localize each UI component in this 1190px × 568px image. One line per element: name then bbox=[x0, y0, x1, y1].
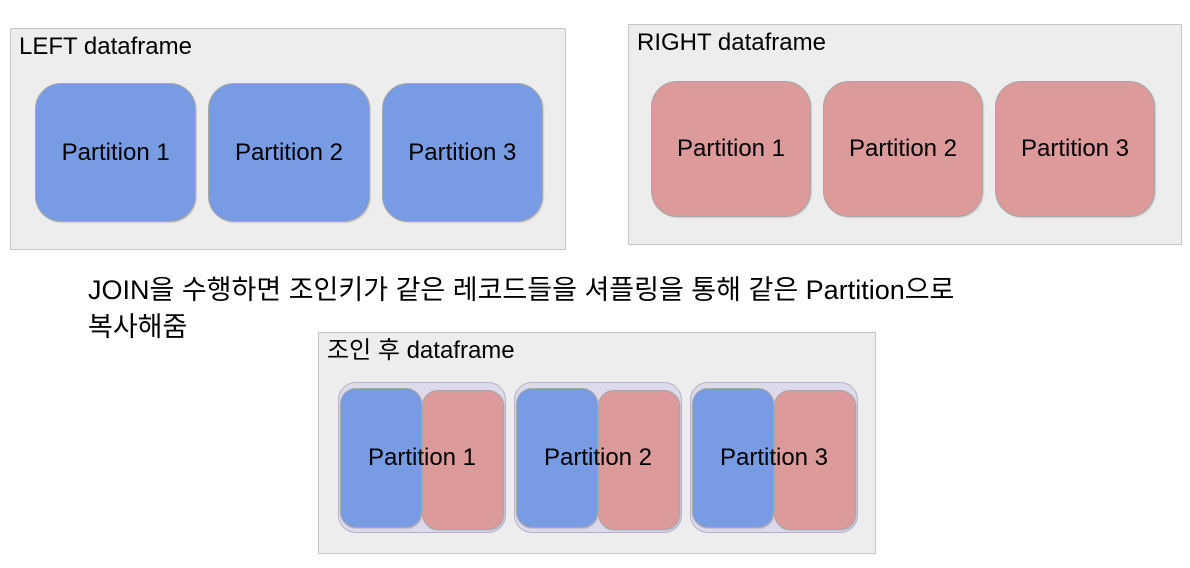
joined-partition-2: Partition 2 bbox=[514, 382, 682, 533]
joined-partition-row: Partition 1 Partition 2 Partition 3 bbox=[338, 382, 858, 533]
joined-partition-3-right-half bbox=[774, 390, 856, 530]
joined-partition-2-label: Partition 2 bbox=[543, 444, 653, 471]
right-partition-row: Partition 1 Partition 2 Partition 3 bbox=[651, 81, 1155, 217]
joined-partition-2-left-half bbox=[516, 388, 598, 528]
joined-partition-1-right-half bbox=[422, 390, 504, 530]
left-partition-row: Partition 1 Partition 2 Partition 3 bbox=[35, 83, 543, 222]
right-dataframe-box: RIGHT dataframe Partition 1 Partition 2 … bbox=[628, 24, 1182, 245]
joined-dataframe-box: 조인 후 dataframe Partition 1 Partition 2 P… bbox=[318, 332, 876, 554]
joined-partition-1-left-half bbox=[340, 388, 422, 528]
left-dataframe-box: LEFT dataframe Partition 1 Partition 2 P… bbox=[10, 28, 566, 250]
joined-partition-2-right-half bbox=[598, 390, 680, 530]
right-dataframe-title: RIGHT dataframe bbox=[637, 29, 826, 56]
joined-partition-1-label: Partition 1 bbox=[367, 444, 477, 471]
left-partition-2: Partition 2 bbox=[208, 83, 370, 222]
right-partition-3: Partition 3 bbox=[995, 81, 1155, 217]
joined-partition-3-left-half bbox=[692, 388, 774, 528]
joined-dataframe-title: 조인 후 dataframe bbox=[327, 337, 515, 364]
join-note-line-2: 복사해줌 bbox=[88, 312, 188, 342]
joined-partition-3-label: Partition 3 bbox=[719, 444, 829, 471]
join-note-line-1: JOIN을 수행하면 조인키가 같은 레코드들을 셔플링을 통해 같은 Part… bbox=[88, 275, 955, 305]
joined-partition-1: Partition 1 bbox=[338, 382, 506, 533]
joined-partition-3: Partition 3 bbox=[690, 382, 858, 533]
left-dataframe-title: LEFT dataframe bbox=[19, 33, 192, 60]
left-partition-3: Partition 3 bbox=[381, 83, 543, 222]
right-partition-1: Partition 1 bbox=[651, 81, 811, 217]
right-partition-2: Partition 2 bbox=[823, 81, 983, 217]
left-partition-1: Partition 1 bbox=[35, 83, 197, 222]
join-note-text: JOIN을 수행하면 조인키가 같은 레코드들을 셔플링을 통해 같은 Part… bbox=[88, 272, 1098, 346]
